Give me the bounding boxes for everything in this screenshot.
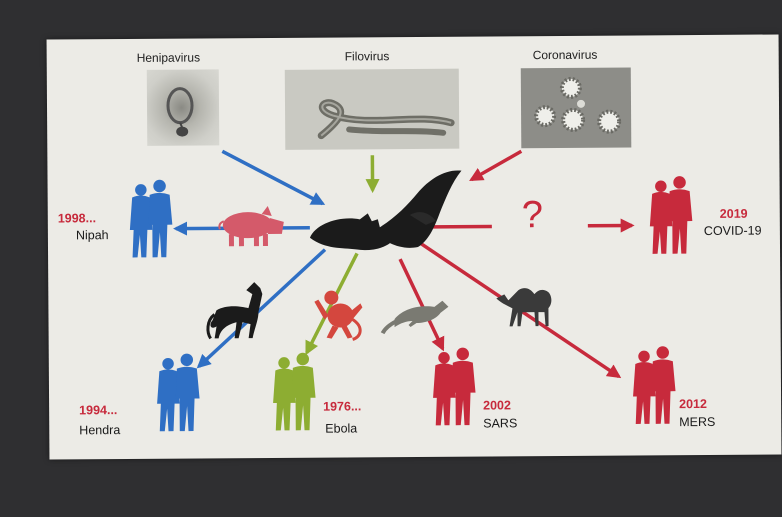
- unknown-intermediate-mark: ?: [522, 196, 543, 234]
- person-pair-icon: [633, 346, 676, 424]
- person-pair-icon: [273, 353, 316, 431]
- ebola-name: Ebola: [325, 421, 357, 435]
- hendra-year: 1994...: [79, 403, 117, 417]
- nipah-name: Nipah: [76, 228, 109, 242]
- bat-icon: [309, 170, 462, 250]
- mers-name: MERS: [679, 415, 715, 429]
- monkey-icon: [314, 290, 362, 339]
- arrow-bat-to-hendra: [198, 250, 326, 367]
- civet-icon: [382, 301, 448, 333]
- person-pair-icon: [130, 180, 173, 258]
- hendra-name: Hendra: [79, 423, 120, 437]
- filovirus-micrograph: [285, 69, 460, 150]
- nipah-year: 1998...: [58, 211, 96, 225]
- person-pair-icon: [433, 348, 476, 426]
- pig-icon: [219, 206, 284, 246]
- horse-icon: [208, 282, 263, 338]
- henipavirus-micrograph: [147, 69, 220, 146]
- covid-year: 2019: [720, 207, 748, 221]
- slide: Henipavirus Filovirus Coronavirus ? 1998…: [47, 34, 782, 459]
- sars-name: SARS: [483, 416, 517, 430]
- label-henipavirus: Henipavirus: [137, 50, 200, 64]
- arrow-bat-to-sars: [400, 259, 443, 349]
- label-filovirus: Filovirus: [345, 49, 390, 63]
- mers-year: 2012: [679, 397, 707, 411]
- ebola-year: 1976...: [323, 399, 361, 413]
- covid-name: COVID-19: [704, 224, 762, 238]
- person-pair-icon: [157, 354, 200, 432]
- arrow-coronavirus-to-bat: [471, 151, 521, 179]
- label-coronavirus: Coronavirus: [533, 48, 598, 62]
- camel-icon: [496, 288, 551, 326]
- arrow-henipavirus-to-bat: [222, 151, 322, 205]
- coronavirus-micrograph: [521, 67, 632, 148]
- sars-year: 2002: [483, 398, 511, 412]
- person-pair-icon: [650, 176, 693, 254]
